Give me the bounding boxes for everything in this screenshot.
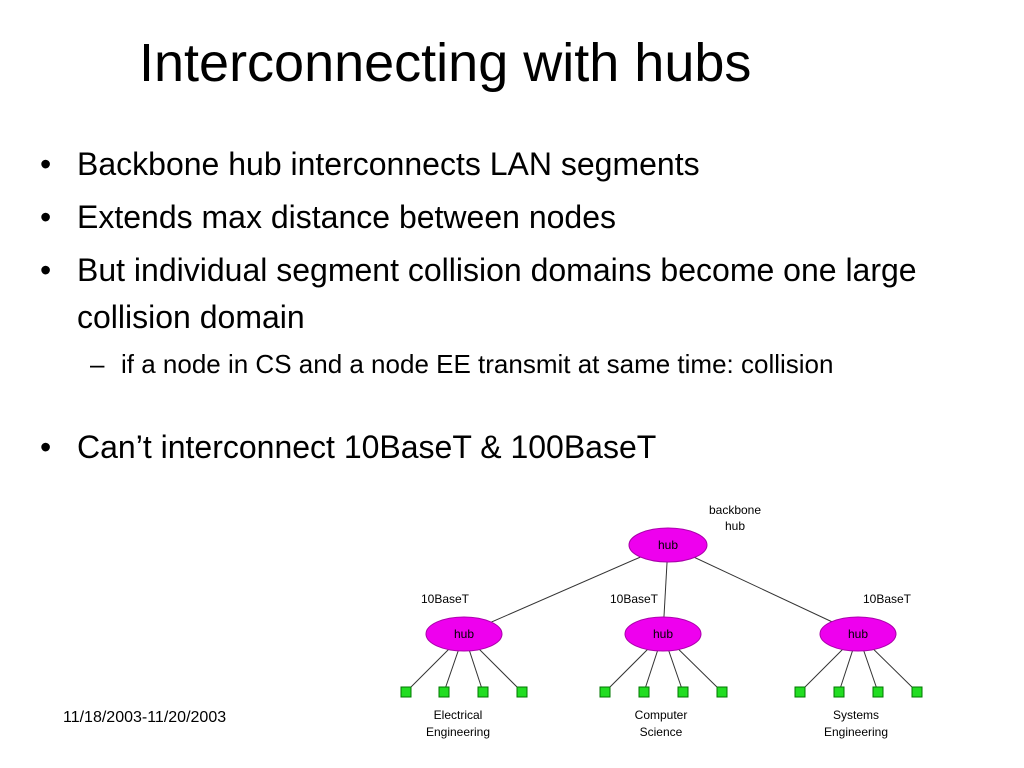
link-line [463,544,669,635]
host-node [716,686,728,698]
bullet-dot-icon: • [40,252,52,288]
slide-title: Interconnecting with hubs [139,33,752,93]
host-node [400,686,412,698]
link-line [667,544,859,635]
host-node [833,686,845,698]
segment-dept-line2: Engineering [824,725,888,739]
backbone-label-line1: backbone [709,503,761,517]
bullet-text: But individual segment collision domains… [77,252,917,335]
host-node [911,686,923,698]
segment-type-label: 10BaseT [863,592,912,606]
bullet-dot-icon: • [40,146,52,182]
segment-dept-line1: Systems [833,708,879,722]
segment-hub [819,616,897,652]
bullet-dot-icon: • [40,429,52,465]
bullet-dot-icon: • [40,199,52,235]
segment-hub-label: hub [653,627,673,641]
segment-type-label: 10BaseT [610,592,659,606]
bullet-text: Backbone hub interconnects LAN segments [77,146,700,182]
segment-dept-line1: Electrical [434,708,483,722]
hub-network-diagram: backbone hub hub 10BaseT hub Electrical … [400,503,923,739]
bullet-text: Extends max distance between nodes [77,199,616,235]
backbone-hub-label: hub [658,538,678,552]
host-node [477,686,489,698]
host-node [872,686,884,698]
segment-hub [624,616,702,652]
sub-bullet-dash-icon: – [90,349,105,379]
host-node [638,686,650,698]
host-node [599,686,611,698]
sub-bullet-text: if a node in CS and a node EE transmit a… [121,349,834,379]
backbone-hub [628,527,708,563]
segment-hub-label: hub [454,627,474,641]
segment-dept-line2: Science [640,725,683,739]
segment-hub [425,616,503,652]
segment-hub-label: hub [848,627,868,641]
segment-dept-line2: Engineering [426,725,490,739]
host-node [516,686,528,698]
footer-date: 11/18/2003-11/20/2003 [63,709,227,726]
backbone-label-line2: hub [725,519,745,533]
host-node [677,686,689,698]
segment-type-label: 10BaseT [421,592,470,606]
host-node [438,686,450,698]
host-nodes [400,686,923,698]
segment-dept-line1: Computer [635,708,688,722]
host-node [794,686,806,698]
bullet-text: Can’t interconnect 10BaseT & 100BaseT [77,429,657,465]
